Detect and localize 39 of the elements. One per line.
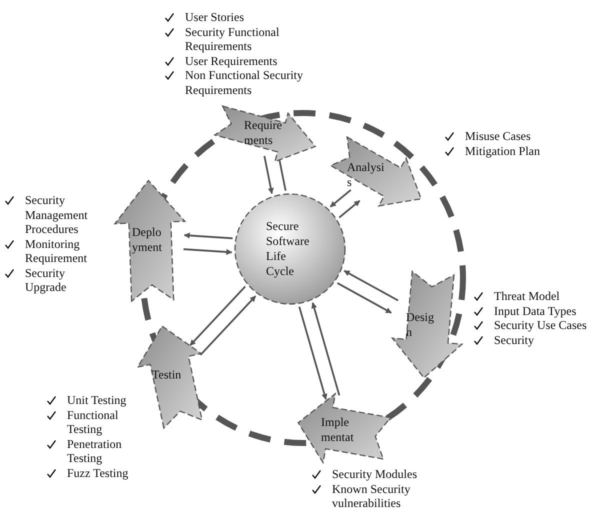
checklist-item: Threat Model xyxy=(494,289,560,304)
arrow xyxy=(298,306,328,400)
phase-label: Deplo yment xyxy=(132,225,163,255)
arrow xyxy=(264,156,274,194)
phase-label: Secure Software Life Cycle xyxy=(266,219,310,279)
checklist-item: Security Use Cases xyxy=(494,318,587,332)
arrow xyxy=(336,282,392,314)
checklist-item: Mitigation Plan xyxy=(465,144,540,158)
arrow xyxy=(189,286,246,346)
checklist-item: Unit Testing xyxy=(67,393,126,408)
checklist-item: Fuzz Testing xyxy=(67,466,128,480)
phase-label: Require ments xyxy=(244,118,283,148)
checklist-item: Known Security vulnerabilities xyxy=(332,482,412,510)
phase-block xyxy=(112,178,188,302)
phase-label: Imple mentat xyxy=(321,415,355,445)
cycle-circle xyxy=(234,193,346,305)
phase-label: Desig n xyxy=(406,310,435,340)
arrow xyxy=(311,302,340,396)
arrow xyxy=(344,270,399,302)
checklist-item: User Stories xyxy=(185,10,244,24)
checklist-item: Functional Testing xyxy=(67,408,120,436)
arrow xyxy=(184,232,233,240)
checklist-item: Misuse Cases xyxy=(465,129,531,144)
arrow xyxy=(183,248,232,255)
checklist-item: Input Data Types xyxy=(494,304,576,318)
phase-label: Testin xyxy=(152,368,182,382)
checklist-item: Security Modules xyxy=(332,467,417,482)
checklist-item: Security Management Procedures xyxy=(25,193,89,236)
checklist-item: Non Functional Security Requirements xyxy=(185,68,304,97)
checklist-item: Security Upgrade xyxy=(25,266,68,294)
checklist-item: Monitoring Requirement xyxy=(25,236,88,266)
checklist-item: Security xyxy=(494,332,534,347)
phase-label: Analysi s xyxy=(347,160,386,190)
arrow xyxy=(330,189,352,208)
checklist-item: Penetration Testing xyxy=(67,436,123,466)
checklist-item: User Requirements xyxy=(185,54,278,68)
arrow xyxy=(338,200,360,218)
arrow xyxy=(200,295,256,356)
checklist-item: Security Functional Requirements xyxy=(185,24,280,54)
